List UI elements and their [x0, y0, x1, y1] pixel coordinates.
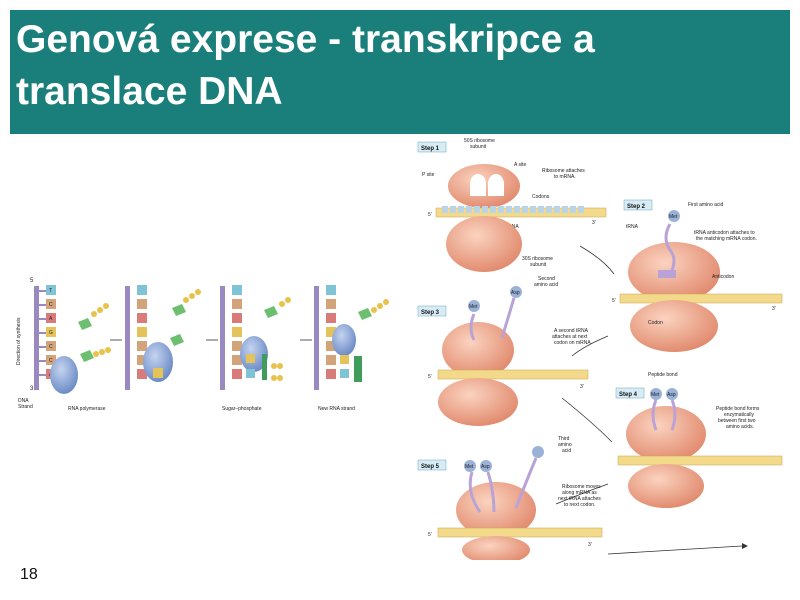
nucleotide-cluster [78, 303, 111, 362]
svg-text:acid: acid [562, 448, 571, 454]
svg-text:T: T [49, 288, 52, 294]
svg-text:Second: Second [538, 276, 555, 282]
translation-step-2: Step 2 Met First amino acid tRNA tRNA an… [612, 199, 783, 352]
svg-text:the matching mRNA codon.: the matching mRNA codon. [696, 236, 757, 242]
slide-title: Genová exprese - transkripce a translace… [16, 18, 595, 113]
transcription-panel-2 [125, 285, 201, 390]
translation-step-1: Step 1 50S ribosome subunit A site P sit… [417, 138, 607, 272]
svg-text:3′: 3′ [588, 542, 592, 548]
rna-polymerase [143, 342, 173, 382]
small-ribosome-subunit [446, 216, 522, 272]
svg-text:tRNA anticodon attaches to: tRNA anticodon attaches to [694, 230, 755, 236]
arrow [555, 483, 609, 505]
svg-text:tRNA: tRNA [626, 224, 639, 230]
step-5-label: Step 5 [421, 464, 440, 470]
svg-text:C: C [49, 358, 53, 364]
svg-text:Ribosome attaches: Ribosome attaches [542, 168, 585, 174]
svg-text:Asp: Asp [511, 290, 520, 296]
rna-polymerase [332, 324, 356, 356]
dna-base [46, 313, 56, 323]
svg-text:Codons: Codons [532, 194, 550, 200]
svg-text:subunit: subunit [530, 262, 547, 268]
transcription-diagram: 5 3 Direction of synthesis DNA Strand T … [16, 278, 389, 412]
svg-text:3′: 3′ [580, 384, 584, 390]
direction-label: Direction of synthesis [16, 317, 22, 365]
five-prime-label: 5 [30, 278, 34, 284]
transcription-panel-1: T C A G C C A [34, 285, 111, 394]
svg-text:Met: Met [469, 304, 478, 310]
svg-text:C: C [49, 302, 53, 308]
translation-step-4: Step 4 Peptide bond Met Asp Peptide bond… [615, 372, 783, 508]
trna [664, 223, 676, 275]
sugar-phosphate-label: Sugar–phosphate [222, 406, 262, 412]
step-2-label: Step 2 [627, 204, 646, 210]
transcription-panel-3 [220, 285, 291, 390]
svg-text:50S ribosome: 50S ribosome [464, 138, 495, 144]
arrow [571, 335, 609, 357]
svg-text:3′: 3′ [772, 306, 776, 312]
svg-text:Met: Met [651, 392, 660, 398]
rna-polymerase [50, 356, 78, 394]
svg-text:3′: 3′ [592, 220, 596, 226]
svg-text:Codon: Codon [648, 320, 663, 326]
dna-strand-label-1: DNA [18, 398, 29, 404]
translation-step-3: Step 3 Met Asp Second amino acid A secon… [417, 276, 592, 426]
title-bar [10, 10, 790, 134]
translation-step-5: Step 5 Met Asp Third amino acid Ribosome… [417, 436, 748, 560]
three-prime-label: 3 [30, 386, 34, 392]
svg-text:Third: Third [558, 436, 570, 442]
slide-number: 18 [20, 566, 38, 583]
svg-text:along mRNA as: along mRNA as [562, 490, 597, 496]
arrow [561, 397, 613, 443]
dna-base [46, 299, 56, 309]
svg-text:A: A [49, 316, 53, 322]
step-3-label: Step 3 [421, 310, 440, 316]
svg-text:between first two: between first two [718, 418, 756, 424]
svg-text:codon on mRNA.: codon on mRNA. [554, 340, 592, 346]
svg-text:First amino acid: First amino acid [688, 202, 724, 208]
svg-text:C: C [49, 344, 53, 350]
svg-text:30S ribosome: 30S ribosome [522, 256, 553, 262]
svg-text:Asp: Asp [481, 464, 490, 470]
new-rna-strand [354, 356, 362, 382]
svg-text:Ribosome moves: Ribosome moves [562, 484, 601, 490]
step-1-label: Step 1 [421, 146, 440, 152]
svg-text:next tRNA attaches: next tRNA attaches [558, 496, 601, 502]
svg-text:5′: 5′ [428, 532, 432, 538]
dna-base [46, 327, 56, 337]
svg-text:Met: Met [465, 464, 474, 470]
svg-text:Met: Met [669, 214, 678, 220]
svg-text:attaches at next: attaches at next [552, 334, 588, 340]
svg-text:subunit: subunit [470, 144, 487, 150]
svg-text:A second tRNA: A second tRNA [554, 328, 589, 334]
svg-text:A site: A site [514, 162, 526, 168]
svg-text:enzymatically: enzymatically [724, 412, 755, 418]
mrna-strand [435, 207, 607, 218]
svg-text:to mRNA.: to mRNA. [554, 174, 576, 180]
svg-text:Anticodon: Anticodon [712, 274, 734, 280]
svg-text:5′: 5′ [428, 374, 432, 380]
translation-diagram: Step 1 50S ribosome subunit A site P sit… [417, 138, 783, 560]
arrow [607, 545, 743, 555]
svg-text:5′: 5′ [612, 298, 616, 304]
svg-text:amino acids.: amino acids. [726, 424, 754, 430]
svg-text:Asp: Asp [667, 392, 676, 398]
new-rna-strand-label: New RNA strand [318, 406, 355, 412]
svg-text:amino acid: amino acid [534, 282, 558, 288]
svg-text:Peptide bond forms: Peptide bond forms [716, 406, 760, 412]
svg-text:5′: 5′ [428, 212, 432, 218]
step-4-label: Step 4 [619, 392, 638, 398]
svg-text:to next codon.: to next codon. [564, 502, 595, 508]
arrow [579, 245, 615, 275]
svg-text:G: G [49, 330, 53, 336]
svg-text:Peptide bond: Peptide bond [648, 372, 678, 378]
dna-base [46, 355, 56, 365]
dna-base [46, 285, 56, 295]
dna-strand-label-2: Strand [18, 404, 33, 410]
svg-text:amino: amino [558, 442, 572, 448]
dna-base [46, 341, 56, 351]
transcription-panel-4 [314, 285, 389, 390]
rna-polymerase-label: RNA polymerase [68, 406, 106, 412]
svg-text:P site: P site [422, 172, 435, 178]
